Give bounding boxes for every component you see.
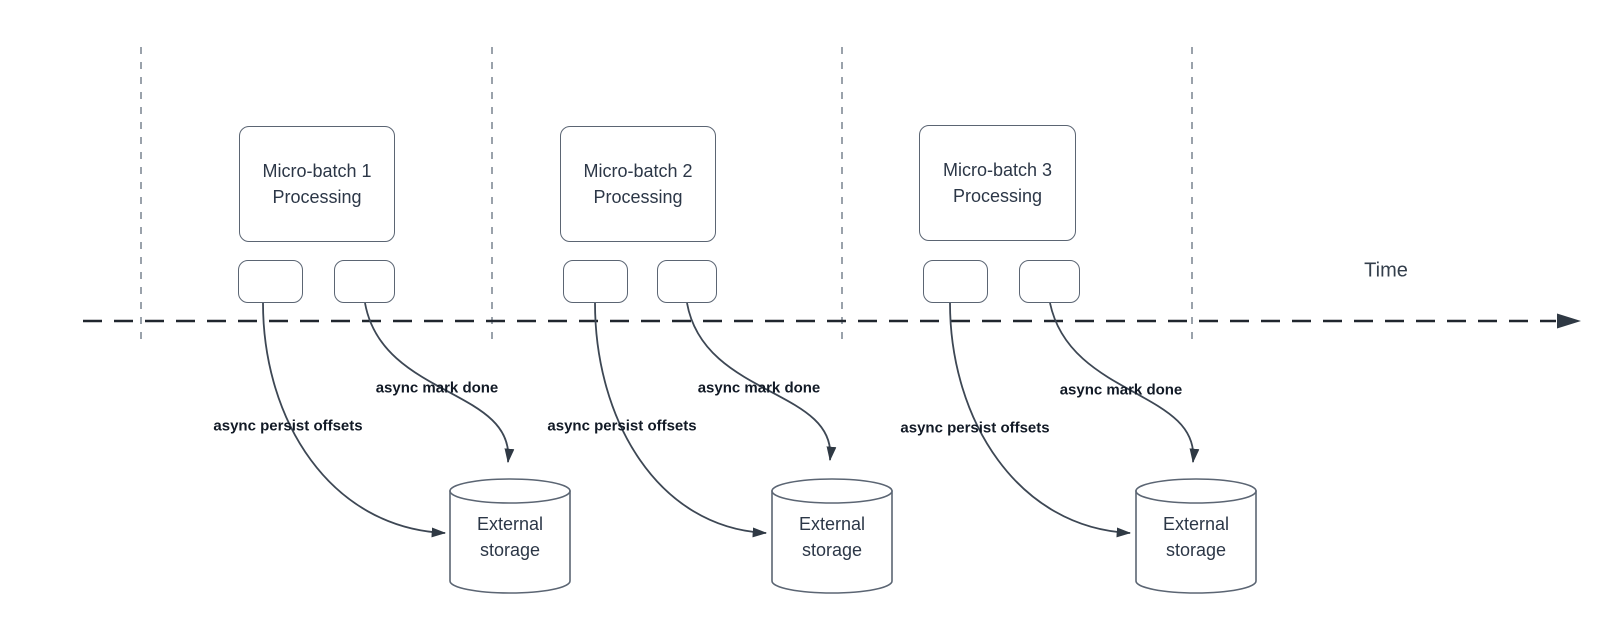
persist-offsets-label-3: async persist offsets [900,419,1050,437]
micro-batch-1-offset-chip [238,260,303,303]
micro-batch-2-offset-chip [563,260,628,303]
mark-done-label-2: async mark done [697,379,821,397]
timeline-axis [83,313,1581,329]
mark-done-label-1: async mark done [375,379,499,397]
external-storage-label-3: External storage [1162,514,1230,560]
micro-batch-1-title: Micro-batch 1 Processing [262,161,372,207]
micro-batch-3-title: Micro-batch 3 Processing [942,160,1053,206]
time-grid [140,47,1193,342]
mark-done-arrow-1 [364,302,515,464]
mark-done-arrow-3 [1049,302,1200,464]
cylinder-body [771,490,893,594]
external-storage-cylinder-2 [771,478,893,594]
micro-batch-3-box: Micro-batch 3 Processing [919,125,1076,241]
cylinder-top [1135,478,1257,504]
persist-offsets-arrow-3 [949,302,1132,538]
external-storage-cylinder-1 [449,478,571,594]
persist-offsets-label-2: async persist offsets [547,417,697,435]
mark-done-label-3: async mark done [1059,381,1183,399]
timeline-arrowhead-icon [1557,313,1581,329]
persist-offsets-arrow-1 [262,302,447,538]
cylinder-top [771,478,893,504]
mark-done-arrow-2 [686,302,837,462]
time-axis-label: Time [1364,259,1408,282]
cylinder-body [1135,490,1257,594]
micro-batch-2-done-chip [657,260,717,303]
micro-batch-1-done-chip [334,260,395,303]
micro-batch-1-box: Micro-batch 1 Processing [239,126,395,242]
micro-batch-3-offset-chip [923,260,988,303]
micro-batch-2-title: Micro-batch 2 Processing [583,161,693,207]
external-storage-cylinder-3 [1135,478,1257,594]
external-storage-label-2: External storage [798,514,866,560]
cylinder-top [449,478,571,504]
persist-offsets-label-1: async persist offsets [213,417,363,435]
micro-batch-2-box: Micro-batch 2 Processing [560,126,716,242]
micro-batch-3-done-chip [1019,260,1080,303]
cylinder-body [449,490,571,594]
external-storage-label-1: External storage [476,514,544,560]
persist-offsets-arrow-2 [594,302,768,538]
